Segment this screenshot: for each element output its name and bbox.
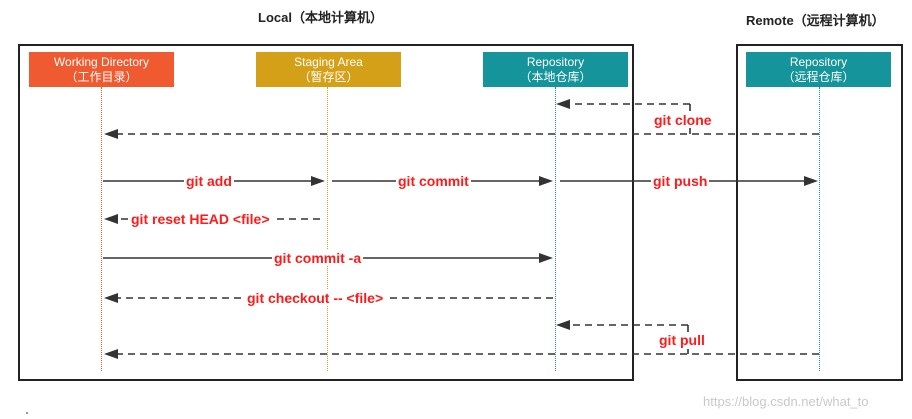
pull-workdir-arrowhead bbox=[104, 349, 118, 359]
remote-repository-subtitle: （远程仓库） bbox=[782, 70, 855, 84]
git-commit-label: git commit bbox=[396, 173, 471, 189]
local-repository-lifeline bbox=[555, 87, 556, 371]
pull-repo-arrowhead bbox=[556, 320, 570, 330]
checkout-arrowhead bbox=[104, 293, 118, 303]
commit-arrowhead bbox=[539, 176, 553, 186]
working-directory-title: Working Directory bbox=[53, 55, 150, 69]
remote-machine-box bbox=[736, 44, 903, 381]
local-repository-title: Repository bbox=[526, 55, 585, 69]
git-clone-label: git clone bbox=[652, 112, 714, 128]
working-directory-subtitle: （工作目录） bbox=[65, 70, 138, 84]
reset-arrowhead bbox=[104, 214, 118, 224]
local-machine-box bbox=[18, 44, 634, 381]
local-repository-node: Repository （本地仓库） bbox=[483, 52, 628, 87]
clone-repo-arrowhead bbox=[556, 99, 570, 109]
remote-repository-lifeline bbox=[819, 87, 820, 371]
remote-repository-title: Repository bbox=[789, 55, 848, 69]
git-reset-head-label: git reset HEAD <file> bbox=[129, 211, 272, 227]
working-directory-lifeline bbox=[101, 87, 102, 371]
local-heading: Local（本地计算机） bbox=[258, 10, 383, 25]
commit-a-arrowhead bbox=[539, 253, 553, 263]
push-arrowhead bbox=[804, 176, 818, 186]
watermark-text: https://blog.csdn.net/what_to bbox=[703, 394, 869, 409]
git-add-label: git add bbox=[184, 173, 234, 189]
remote-repository-node: Repository （远程仓库） bbox=[746, 52, 891, 87]
git-commit-a-label: git commit -a bbox=[272, 250, 364, 266]
staging-area-title: Staging Area bbox=[294, 55, 363, 69]
remote-heading: Remote（远程计算机） bbox=[746, 13, 885, 28]
staging-area-subtitle: （暂存区） bbox=[298, 70, 359, 84]
git-pull-label: git pull bbox=[657, 332, 707, 348]
clone-workdir-arrowhead bbox=[104, 129, 118, 139]
working-directory-node: Working Directory （工作目录） bbox=[29, 52, 174, 87]
local-repository-subtitle: （本地仓库） bbox=[519, 70, 592, 84]
add-arrowhead bbox=[311, 176, 325, 186]
staging-area-lifeline bbox=[327, 87, 328, 371]
stray-dot bbox=[26, 412, 28, 414]
git-checkout-label: git checkout -- <file> bbox=[245, 290, 386, 306]
staging-area-node: Staging Area （暂存区） bbox=[256, 52, 401, 87]
git-push-label: git push bbox=[651, 173, 710, 189]
